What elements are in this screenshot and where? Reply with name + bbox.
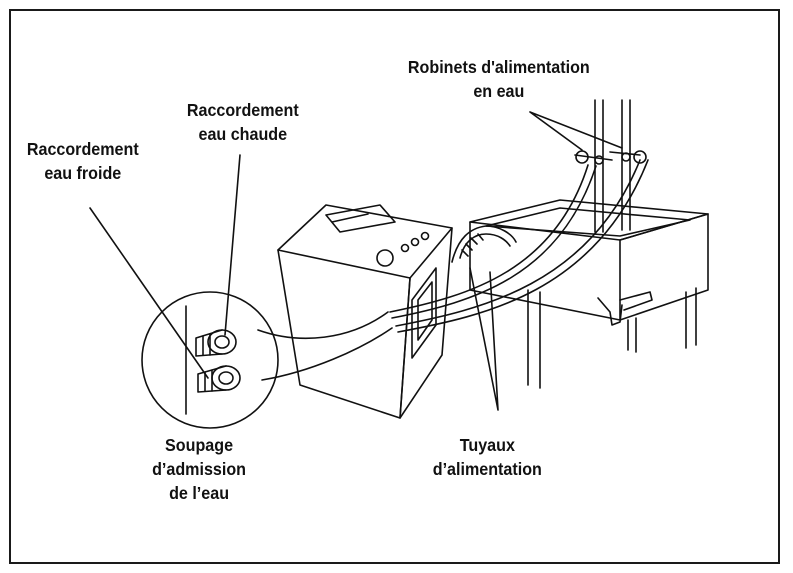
valves-label-line1: Robinets d'alimentation — [407, 57, 590, 77]
cold-label: Raccordement eau froide — [27, 137, 139, 185]
inlet-label-line3: de l’eau — [169, 483, 230, 503]
hot-leader — [224, 154, 241, 336]
diagram-frame — [9, 9, 780, 564]
hoses-label: Tuyaux d’alimentation — [433, 433, 542, 481]
supply-hoses — [389, 159, 649, 333]
hoses-label-line1: Tuyaux — [459, 435, 515, 455]
valves-leader — [529, 111, 623, 151]
cold-label-line2: eau froide — [44, 163, 122, 183]
cold-connection — [197, 365, 241, 393]
cold-label-line1: Raccordement — [26, 139, 139, 159]
inlet-magnifier — [141, 291, 393, 429]
supply-pipes — [574, 99, 647, 233]
hot-label: Raccordement eau chaude — [187, 98, 299, 146]
hot-label-line1: Raccordement — [186, 100, 299, 120]
cold-leader — [89, 207, 209, 379]
inlet-label-line2: d’admission — [152, 459, 247, 479]
inlet-label: Soupage d’admission de l’eau — [152, 433, 246, 505]
hoses-label-line2: d’alimentation — [432, 459, 542, 479]
inlet-label-line1: Soupage — [165, 435, 234, 455]
valves-label-line2: en eau — [473, 81, 525, 101]
utility-sink — [469, 199, 709, 389]
drain-hose — [451, 225, 517, 263]
hot-connection — [195, 329, 237, 357]
valves-label: Robinets d'alimentation en eau — [408, 55, 590, 103]
hoses-leader — [469, 267, 499, 411]
hot-label-line2: eau chaude — [198, 124, 288, 144]
